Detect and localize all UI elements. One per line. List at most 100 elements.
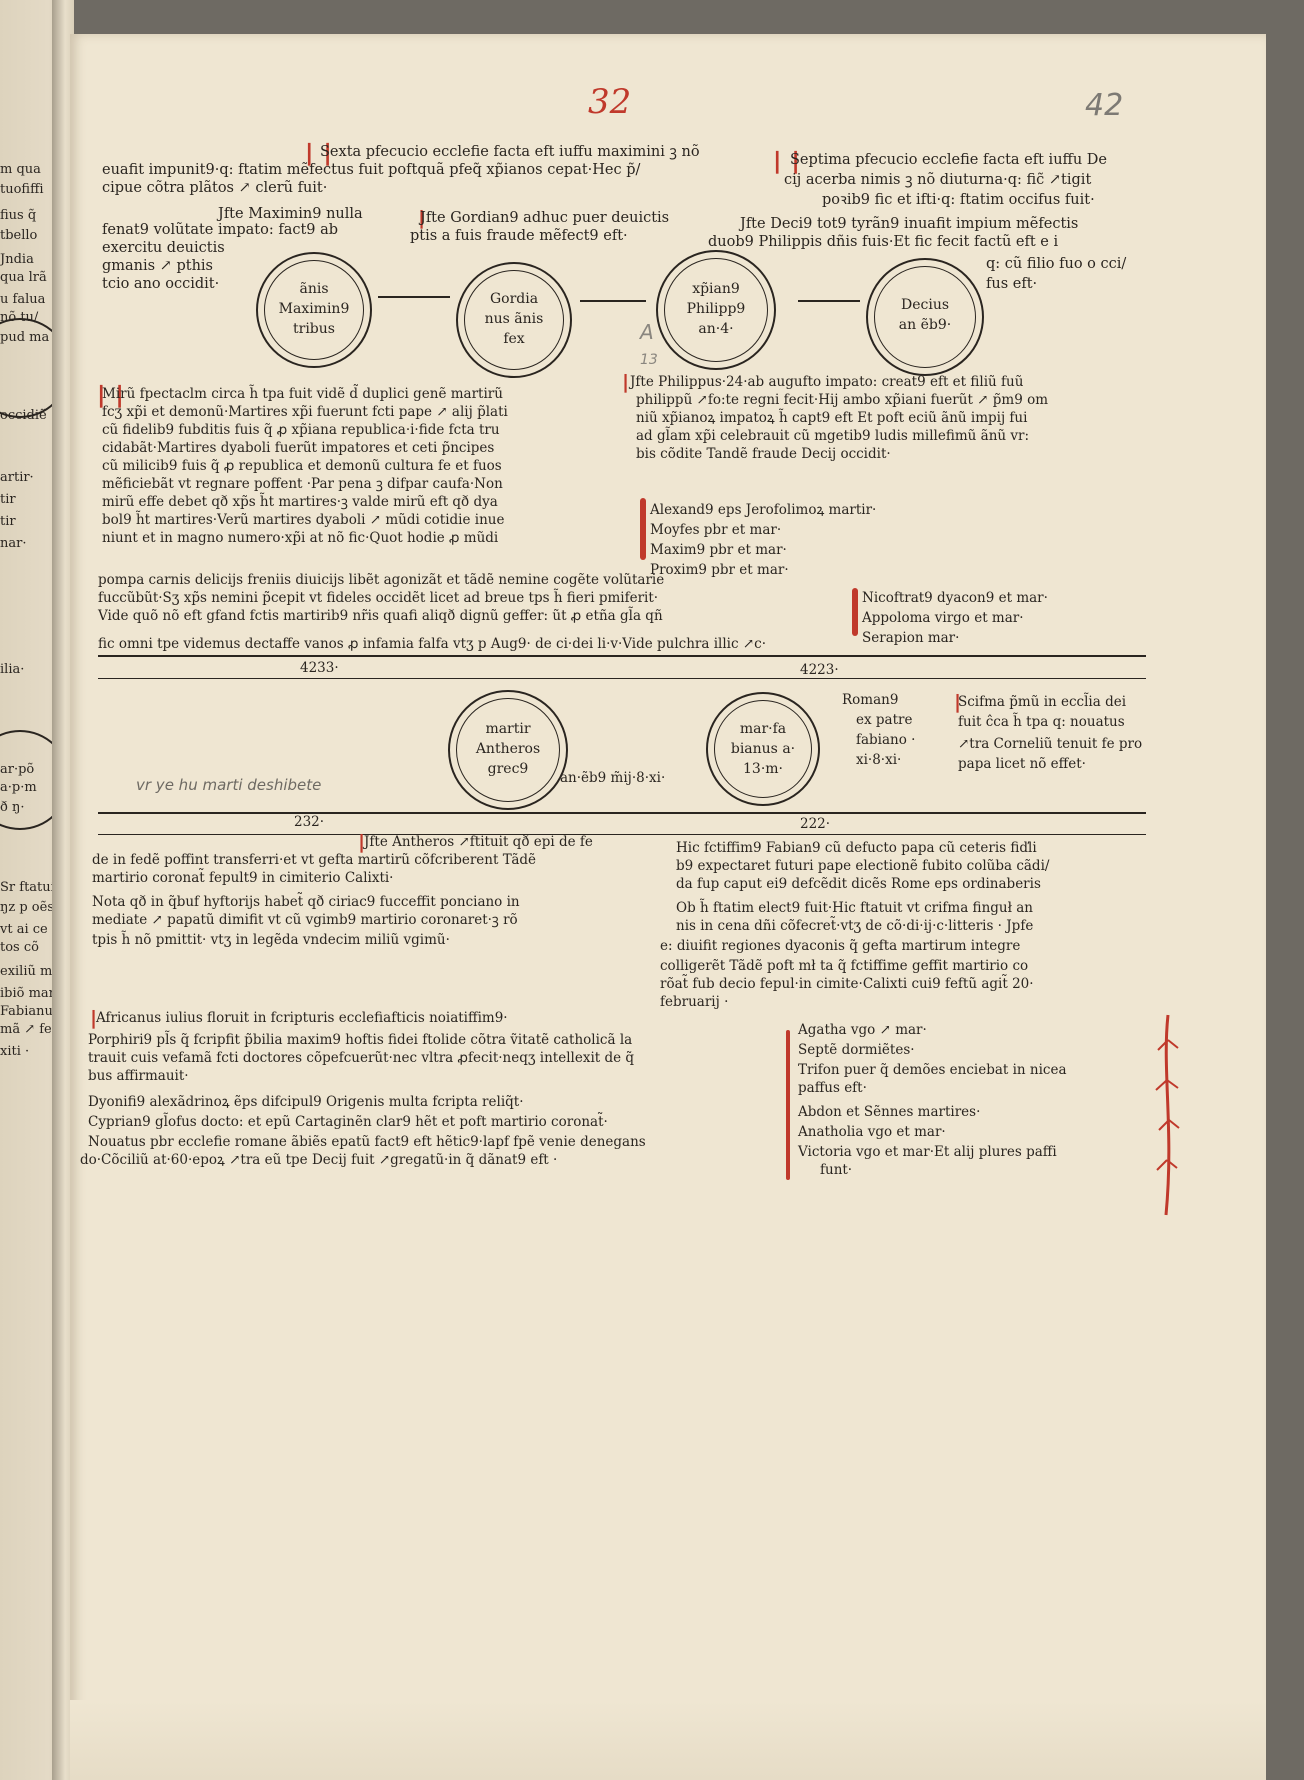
text-line: Jfte Antheros ↗ftituit qð epi de fe [364, 834, 593, 850]
text-line: Jfte Deci9 tot9 tyrãn9 inuafit impium mẽ… [740, 216, 1079, 232]
year-number: 4233· [300, 660, 339, 676]
pilcrow-mark: ❘ [618, 372, 634, 393]
book-gutter [52, 0, 74, 1780]
text-line: Vide quõ nõ eft gfand fctis martirib9 nr… [98, 608, 663, 624]
text-line: papa licet nõ effet· [958, 756, 1086, 772]
facing-page-fragment: vt ai ce [0, 922, 48, 937]
facing-page-fragment: tir [0, 492, 16, 507]
martyr-entry: Agatha vgo ↗ mar· [798, 1022, 927, 1038]
text-line: Roman9 [842, 692, 899, 708]
text-line: Jfte Maximin9 nulla [218, 206, 363, 222]
text-line: da fup caput ei9 defcẽdit dicẽs Rome eps… [676, 876, 1041, 892]
writer-entry: trauit cuis vefamã fcti doctores cõpefcu… [88, 1050, 635, 1066]
text-line: duob9 Philippis dñis fuis·Et fic fecit f… [708, 234, 1059, 250]
text-line: bol9 h̃t martires·Verũ martires dyaboli … [102, 512, 505, 528]
roundel-connector [580, 300, 646, 302]
facing-page-fragment: ilia· [0, 662, 25, 677]
text-line: pompa carnis delicijs freniis diuicijs l… [98, 572, 665, 588]
text-line: Jfte Gordian9 adhuc puer deuictis [420, 210, 670, 226]
text-line: februarij · [660, 994, 729, 1010]
writer-entry: Cyprian9 gl̃ofus docto: et epũ Cartaginẽ… [88, 1114, 608, 1130]
text-line: fcʒ xp̃i et demonũ·Martires xp̃i fuerunt… [102, 404, 508, 420]
text-line: Ob h̃ ftatim elect9 fuit·Hic ftatuit vt … [676, 900, 1034, 916]
text-line: niunt et in magno numero·xp̃i at nõ fic·… [102, 530, 499, 546]
text-line: colligerẽt Tãdẽ poft mł ta q̃ fctiffime … [660, 958, 1029, 974]
text-line: Sexta pfecucio ecclefie facta eft iuffu … [320, 144, 700, 160]
pilcrow-mark: ❘ [414, 208, 430, 229]
facing-page-fragment: qua lrã [0, 270, 47, 285]
writer-entry: Porphiri9 pl̃s q̃ fcripfit p̃bilia maxim… [88, 1032, 633, 1048]
facing-page-fragment: Fabianue [0, 1004, 61, 1019]
text-line: b9 expectaret futuri pape electionẽ fubi… [676, 858, 1050, 874]
text-line: fabiano · [856, 732, 916, 748]
facing-page-fragment: nar· [0, 536, 27, 551]
martyr-entry: Abdon et Sẽnnes martires· [798, 1104, 981, 1120]
text-line: xi·8·xi· [856, 752, 902, 768]
genealogy-roundel: Decius an ẽb9· [866, 258, 984, 376]
year-number: 4223· [800, 662, 839, 678]
text-line: de in fedẽ poffint transferri·et vt geft… [92, 852, 536, 868]
year-number: 222· [800, 816, 831, 832]
text-line: bis cõdite Tandẽ fraude Decij occidit· [636, 446, 891, 462]
pencil-mark: 13 [640, 352, 658, 368]
martyr-entry: paffus eft· [798, 1080, 867, 1096]
pilcrow-mark: ❘❘ [92, 382, 129, 408]
text-line: cidabãt·Martires dyaboli fuerũt impatore… [102, 440, 495, 456]
text-line: Nota qð in q̃buf hyftorijs habet̃ qð cir… [92, 894, 520, 910]
text-line: fenat9 volũtate impato: fact9 ab [102, 222, 339, 238]
text-line: ad gl̃am xp̃i celebrauit cũ mgetib9 ludi… [636, 428, 1030, 444]
text-line: Septima pfecucio ecclefie facta eft iuff… [790, 152, 1107, 168]
martyr-entry: Trifon puer q̃ demões enciebat in nicea [798, 1062, 1067, 1078]
text-line: q: cũ filio fuo o cci/ [986, 256, 1127, 272]
genealogy-roundel: Gordia nus ãnis fex [456, 262, 572, 378]
pilcrow-mark: ❘❘ [768, 148, 805, 174]
page-bottom [70, 1700, 1266, 1780]
red-flourish [1155, 1014, 1180, 1216]
text-line: Jfte Philippus·24·ab augufto impato: cre… [630, 374, 1024, 390]
martyr-entry: Victoria vgo et mar·Et alij plures paffi [798, 1144, 1057, 1160]
facing-page-fragment: artir· [0, 470, 34, 485]
red-bracket [852, 588, 858, 636]
text-line: tpis h̃ nõ pmittit· vtʒ in legẽda vndeci… [92, 932, 450, 948]
divider-line [98, 834, 1146, 835]
text-line: ex patre [856, 712, 913, 728]
pilcrow-mark: ❘ [86, 1008, 102, 1029]
facing-page-fragment: tuofiffi [0, 182, 44, 197]
facing-page-fragment: m qua [0, 162, 41, 177]
martyr-entry: Nicoftrat9 dyacon9 et mar· [862, 590, 1048, 606]
text-line: cũ milicib9 fuis q̃ ꝓ republica et demon… [102, 458, 502, 474]
text-line: an·ẽb9 m̃ij·8·xi· [560, 770, 666, 786]
text-line: Hic fctiffim9 Fabian9 cũ defucto papa cũ… [676, 840, 1037, 856]
red-bracket [640, 498, 646, 560]
facing-page-fragment: tbello [0, 228, 38, 243]
text-line: poꝛib9 fic et ifti·q: ftatim occifus fui… [822, 192, 1095, 208]
martyr-entry: Proxim9 pbr et mar· [650, 562, 789, 578]
facing-page-fragment: tir [0, 514, 16, 529]
text-line: mediate ↗ papatũ dimifit vt cũ vgimb9 ma… [92, 912, 518, 928]
genealogy-roundel: martir Antheros grec9 [448, 690, 568, 810]
pilcrow-mark: ❘ [354, 832, 370, 853]
text-line: gmanis ↗ pthis [102, 258, 213, 274]
divider-line [98, 655, 1146, 657]
writer-entry: Nouatus pbr ecclefie romane ãbiẽs epatũ … [88, 1134, 646, 1150]
text-line: nis in cena dñi cõfecret̃·vtʒ de cõ·di·i… [676, 918, 1034, 934]
text-line: niũ xp̃ianoꝝ impatoꝝ h̃ capt9 eft Et pof… [636, 410, 1028, 426]
text-line: cij acerba nimis ꝫ nõ diuturna·q: fic̃ ↗… [784, 172, 1092, 188]
facing-page-fragment: mã ↗ fep [0, 1022, 61, 1037]
text-line: cipue cõtra plãtos ↗ clerũ fuit· [102, 180, 328, 196]
martyr-entry: Septẽ dormiẽtes· [798, 1042, 915, 1058]
facing-page-fragment: xiti · [0, 1044, 30, 1059]
text-line: fuccũbũt·Sʒ xp̃s nemini p̃cepit vt fidel… [98, 590, 659, 606]
text-line: martirio coronat̃ fepult9 in cimiterio C… [92, 870, 394, 886]
text-line: fic omni tpe videmus dectaffe vanos ꝓ in… [98, 636, 767, 652]
writer-entry: Dyonifi9 alexãdrinoꝝ ẽps difcipul9 Orige… [88, 1094, 524, 1110]
text-line: ptis a fuis fraude mẽfect9 eft· [410, 228, 628, 244]
facing-page-fragment: ibiõ mar [0, 986, 55, 1001]
divider-line [98, 678, 1146, 679]
martyr-entry: Maxim9 pbr et mar· [650, 542, 787, 558]
facing-page-fragment: tos cõ [0, 940, 39, 955]
text-line: rõat̃ fub decio fepul·in cimite·Calixti … [660, 976, 1034, 992]
genealogy-roundel: ãnis Maximin9 tribus [256, 252, 372, 368]
martyr-entry: Appoloma virgo et mar· [862, 610, 1024, 626]
writer-entry: do·Cõciliũ at·60·epoꝝ ↗tra eũ tpe Decij … [80, 1152, 558, 1168]
